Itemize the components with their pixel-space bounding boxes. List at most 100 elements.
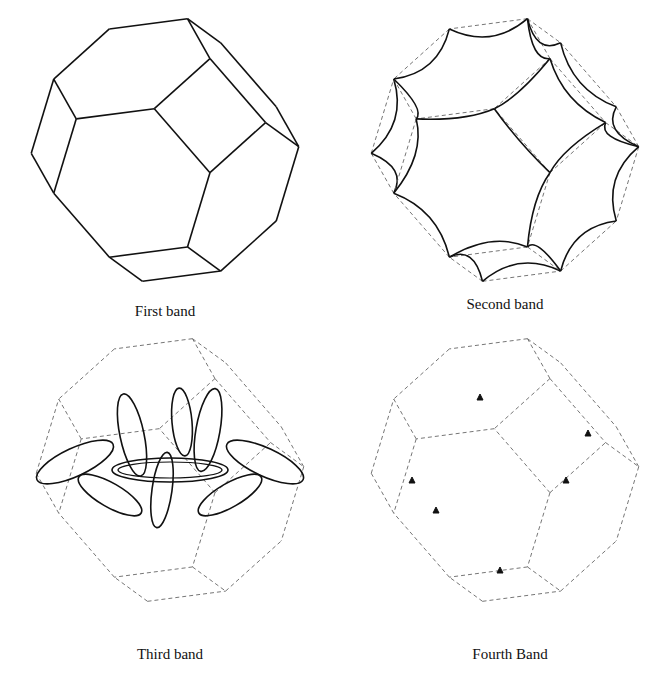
zone-edge bbox=[221, 221, 277, 271]
zone-edge bbox=[54, 29, 110, 79]
zone-edge bbox=[76, 109, 154, 119]
zone-edge bbox=[154, 109, 210, 173]
zone-edge bbox=[31, 153, 53, 193]
zone-edge-dashed bbox=[416, 109, 494, 119]
band-caption: Fourth Band bbox=[472, 646, 547, 663]
fermi-surface-edge bbox=[449, 19, 527, 37]
zone-edge bbox=[187, 173, 209, 247]
zone-edge-dashed bbox=[550, 123, 606, 173]
zone-edge-dashed bbox=[59, 349, 115, 399]
fermi-surface-edge bbox=[561, 221, 617, 271]
zone-edge-dashed bbox=[192, 493, 214, 567]
ring-arm bbox=[147, 451, 177, 529]
zone-edge bbox=[210, 59, 266, 123]
zone-edge bbox=[31, 79, 53, 153]
zone-edge-dashed bbox=[226, 363, 282, 427]
fermi-surface-edge bbox=[494, 109, 550, 173]
fermi-surface-edge bbox=[561, 43, 617, 107]
fermi-surface-edge bbox=[613, 147, 639, 221]
zone-edge-dashed bbox=[281, 467, 303, 541]
zone-edge-dashed bbox=[394, 513, 450, 577]
zone-edge bbox=[276, 107, 298, 147]
zone-edge-dashed bbox=[449, 247, 527, 257]
electron-pocket bbox=[477, 394, 483, 400]
zone-edge bbox=[221, 43, 277, 107]
fermi-surface-edge bbox=[394, 193, 450, 257]
ring-arm bbox=[118, 462, 222, 478]
zone-edge-dashed bbox=[494, 379, 550, 429]
band-caption: Third band bbox=[137, 646, 203, 663]
first-band-surface bbox=[31, 19, 298, 282]
zone-edge-dashed bbox=[192, 339, 225, 363]
fermi-surface-edge bbox=[371, 153, 397, 193]
zone-edge-dashed bbox=[394, 349, 450, 399]
zone-edge bbox=[109, 257, 142, 281]
second-band-surface bbox=[371, 19, 638, 282]
fermi-surface-edge bbox=[483, 263, 561, 281]
zone-edge-dashed bbox=[527, 567, 560, 591]
zone-edge-dashed bbox=[449, 257, 482, 281]
band-caption: First band bbox=[135, 303, 195, 320]
zone-edge-dashed bbox=[394, 119, 416, 193]
electron-pocket bbox=[409, 477, 415, 483]
zone-edge bbox=[109, 19, 187, 29]
zone-edge-dashed bbox=[114, 567, 192, 577]
zone-edge-dashed bbox=[192, 567, 225, 591]
zone-edge-dashed bbox=[606, 443, 639, 467]
zone-edge bbox=[187, 19, 209, 59]
zone-edge-dashed bbox=[527, 173, 549, 247]
electron-pocket bbox=[433, 507, 439, 513]
zone-edge-dashed bbox=[561, 363, 617, 427]
zone-edge-dashed bbox=[371, 473, 393, 513]
zone-edge-dashed bbox=[148, 591, 226, 601]
zone-edge-dashed bbox=[59, 399, 81, 439]
fermi-surface-edge bbox=[449, 254, 482, 281]
fermi-surface-edge bbox=[527, 173, 549, 247]
zone-edge-dashed bbox=[527, 339, 560, 363]
zone-edge-dashed bbox=[494, 59, 550, 109]
fermi-surface-edge bbox=[494, 59, 550, 109]
zone-edge-dashed bbox=[416, 429, 494, 439]
fermi-surface-edge bbox=[394, 79, 418, 119]
zone-edge-dashed bbox=[561, 221, 617, 271]
zone-edge bbox=[187, 247, 220, 271]
ring-arm bbox=[169, 387, 195, 456]
zone-edge-dashed bbox=[561, 541, 617, 591]
zone-edge-dashed bbox=[616, 427, 638, 467]
zone-edge-dashed bbox=[59, 513, 115, 577]
fermi-surface-edge bbox=[394, 119, 418, 193]
zone-edge-dashed bbox=[271, 443, 304, 467]
zone-edge-dashed bbox=[215, 379, 271, 443]
zone-edge-dashed bbox=[483, 591, 561, 601]
ring-arm bbox=[112, 391, 153, 478]
fermi-surface-edge bbox=[527, 245, 560, 271]
zone-edge bbox=[154, 59, 210, 109]
ring-arm bbox=[221, 432, 309, 493]
zone-edge bbox=[54, 79, 76, 119]
zone-edge-dashed bbox=[449, 577, 482, 601]
zone-edge-dashed bbox=[394, 193, 450, 257]
ring-arm bbox=[193, 467, 267, 524]
electron-pocket bbox=[497, 567, 503, 573]
ring-arm bbox=[31, 432, 119, 493]
fermi-surface-edge bbox=[416, 109, 494, 120]
zone-edge bbox=[143, 271, 221, 281]
zone-edge-dashed bbox=[606, 123, 639, 147]
ring-arm bbox=[189, 387, 227, 474]
zone-edge bbox=[266, 123, 299, 147]
zone-edge-dashed bbox=[550, 59, 606, 123]
zone-edge-dashed bbox=[550, 379, 606, 443]
zone-edge bbox=[276, 147, 298, 221]
fermi-surface-edge bbox=[394, 29, 450, 79]
fermi-surface-edge bbox=[550, 59, 606, 123]
zone-edge-dashed bbox=[494, 109, 550, 173]
zone-edge bbox=[109, 247, 187, 257]
fermi-surface-edge bbox=[605, 123, 639, 147]
zone-edge-dashed bbox=[561, 43, 617, 107]
zone-edge-dashed bbox=[36, 473, 58, 513]
electron-pocket bbox=[563, 477, 569, 483]
zone-edge-dashed bbox=[527, 493, 549, 567]
zone-edge-dashed bbox=[527, 19, 549, 59]
zone-edge-dashed bbox=[449, 567, 527, 577]
